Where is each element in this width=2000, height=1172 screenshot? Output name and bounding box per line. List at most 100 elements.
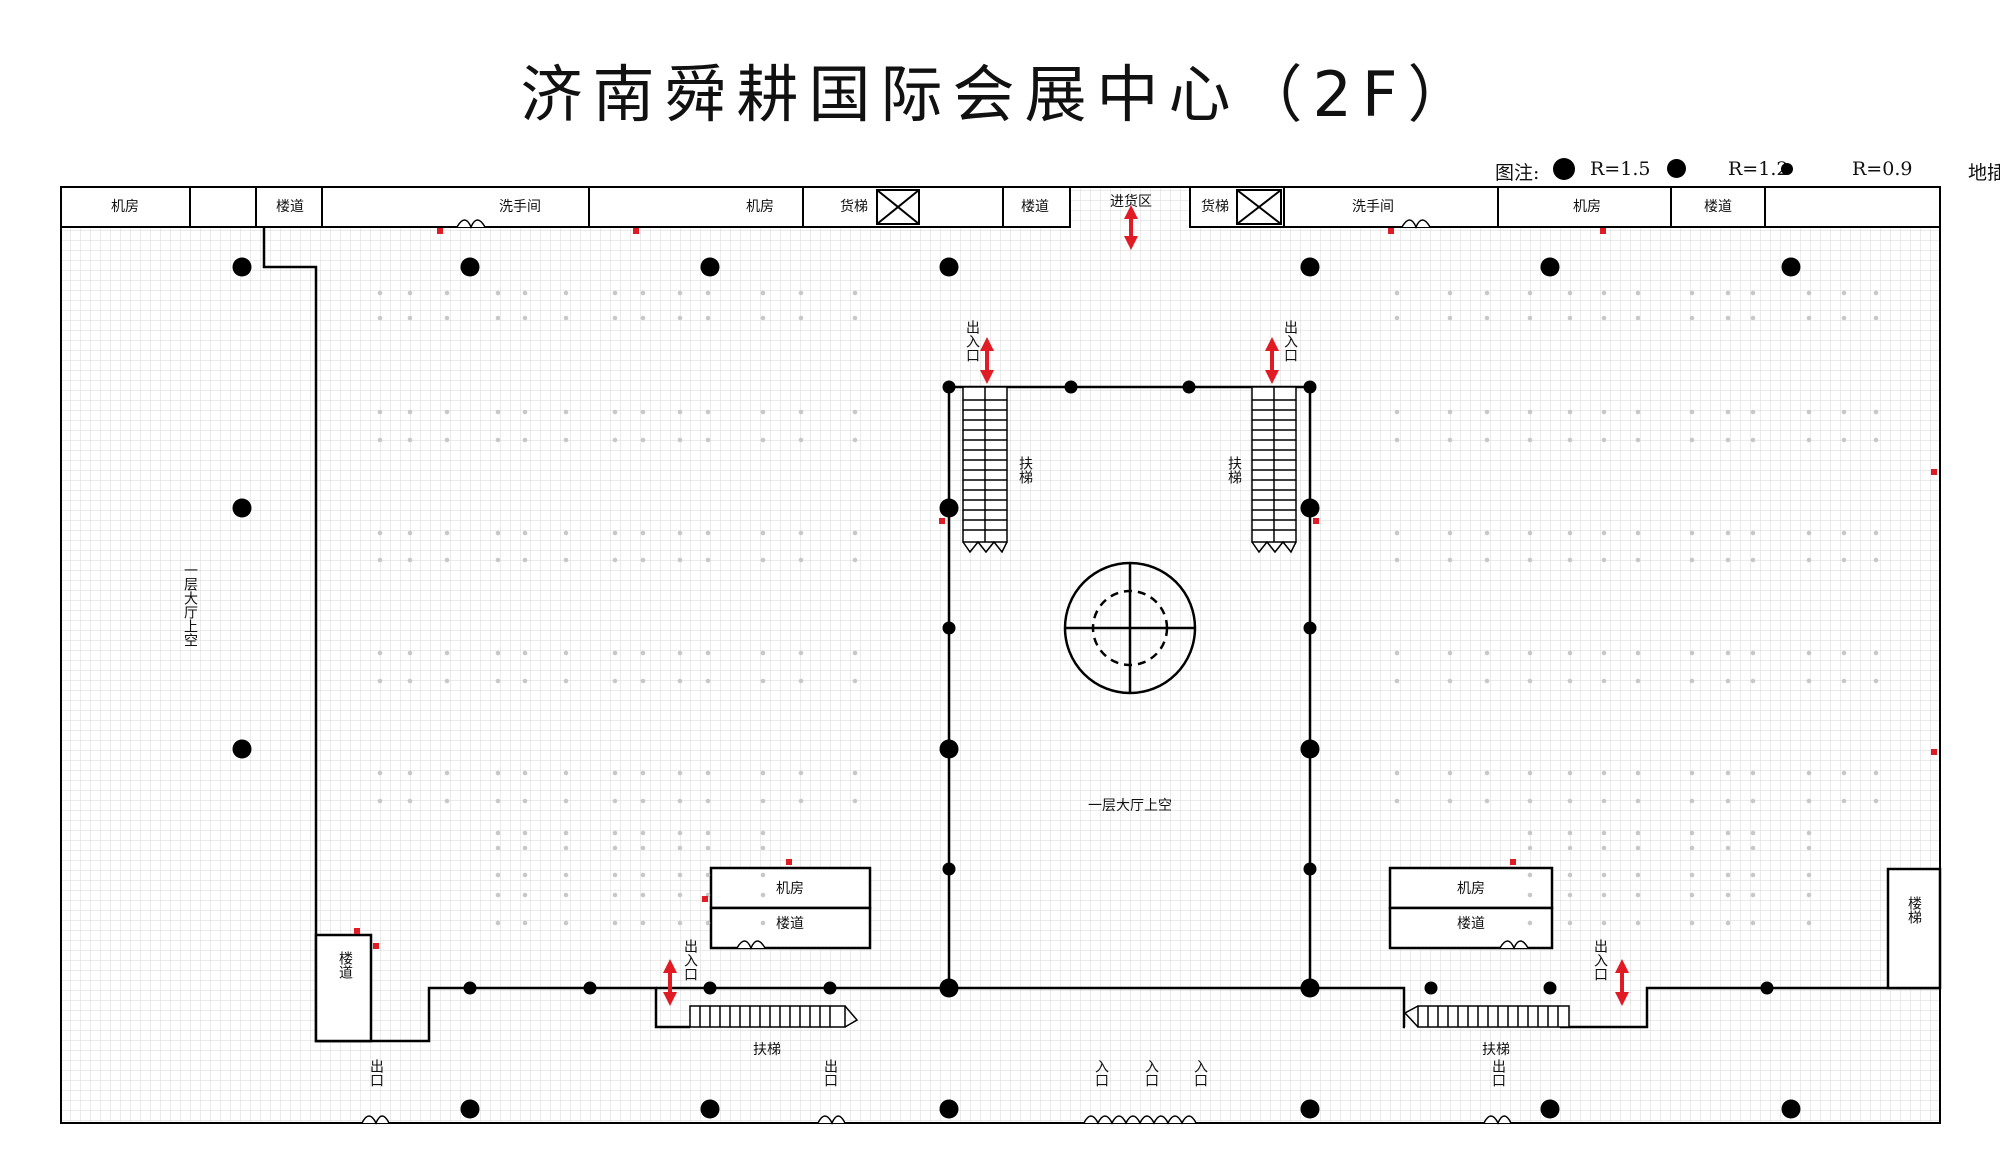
- two-way-arrow-icon: [663, 205, 1629, 1006]
- column-small: [1303, 380, 1317, 394]
- booth-dot: [1567, 409, 1573, 415]
- booth-dot: [1394, 678, 1400, 684]
- booth-dot: [760, 315, 766, 321]
- booth-dot: [563, 845, 569, 851]
- booth-dot: [1527, 290, 1533, 296]
- booth-dot: [1567, 845, 1573, 851]
- booth-dot: [1527, 830, 1533, 836]
- column-large: [1300, 1099, 1320, 1119]
- exit-label: 出口: [368, 1059, 384, 1087]
- floor-socket-icon: [373, 943, 379, 949]
- booth-dot: [1601, 678, 1607, 684]
- corridor-label: 楼道: [1457, 916, 1485, 932]
- booth-dot: [495, 650, 501, 656]
- floor-socket-icon: [437, 228, 443, 234]
- room-label-machine: 机房: [111, 199, 139, 215]
- booth-dot: [444, 315, 450, 321]
- booth-dot: [444, 530, 450, 536]
- exit-entrance-label: 出入口: [1282, 320, 1298, 362]
- legend-socket: 地插: [1968, 162, 2000, 184]
- booth-dot: [677, 770, 683, 776]
- booth-dot: [407, 678, 413, 684]
- booth-dot: [852, 437, 858, 443]
- booth-dot: [563, 920, 569, 926]
- exit-label: 出口: [1490, 1059, 1506, 1087]
- booth-dot: [1635, 892, 1641, 898]
- booth-dot: [1689, 437, 1695, 443]
- booth-dot: [377, 557, 383, 563]
- column-large: [939, 257, 959, 277]
- booth-dot: [495, 315, 501, 321]
- booth-dot: [1635, 678, 1641, 684]
- booth-dot: [1447, 770, 1453, 776]
- booth-dot: [1447, 290, 1453, 296]
- booth-dot: [1873, 290, 1879, 296]
- booth-dot: [1873, 770, 1879, 776]
- floor-socket-icon: [1931, 749, 1937, 755]
- booth-dot: [1725, 290, 1731, 296]
- legend-r09: R=0.9: [1852, 158, 1913, 180]
- booth-dot: [1725, 315, 1731, 321]
- booth-dot: [377, 770, 383, 776]
- booth-dot: [1635, 437, 1641, 443]
- booth-dot: [1750, 830, 1756, 836]
- booth-dot: [677, 530, 683, 536]
- booth-dot: [1484, 530, 1490, 536]
- booth-dot: [1725, 770, 1731, 776]
- booth-dot: [798, 409, 804, 415]
- booth-dot: [852, 770, 858, 776]
- column-small: [942, 621, 956, 635]
- column-large: [1540, 1099, 1560, 1119]
- booth-dot: [1750, 845, 1756, 851]
- booth-dot: [495, 437, 501, 443]
- booth-dot: [1447, 530, 1453, 536]
- booth-dot: [677, 798, 683, 804]
- column-small: [942, 380, 956, 394]
- booth-dot: [377, 315, 383, 321]
- booth-dot: [407, 650, 413, 656]
- booth-dot: [1725, 830, 1731, 836]
- booth-dot: [640, 770, 646, 776]
- booth-dot: [1689, 530, 1695, 536]
- booth-dot: [677, 437, 683, 443]
- booth-dot: [1689, 678, 1695, 684]
- booth-dot: [1527, 892, 1533, 898]
- booth-dot: [522, 872, 528, 878]
- booth-dot: [1841, 409, 1847, 415]
- column-large: [460, 257, 480, 277]
- void-label-center: 一层大厅上空: [1088, 798, 1172, 814]
- floor-socket-icon: [354, 928, 360, 934]
- booth-dot: [444, 437, 450, 443]
- booth-dot: [377, 678, 383, 684]
- booth-dot: [1447, 315, 1453, 321]
- booth-dot: [760, 920, 766, 926]
- booth-dot: [1601, 409, 1607, 415]
- booth-dot: [1567, 437, 1573, 443]
- booth-dot: [1689, 557, 1695, 563]
- legend-dot-large: [1553, 158, 1575, 180]
- booth-dot: [495, 770, 501, 776]
- column-small: [1424, 981, 1438, 995]
- booth-dot: [407, 557, 413, 563]
- booth-dot: [640, 530, 646, 536]
- booth-dot: [1567, 920, 1573, 926]
- booth-dot: [1394, 650, 1400, 656]
- booth-dot: [705, 678, 711, 684]
- booth-dot: [612, 872, 618, 878]
- booth-dot: [1750, 770, 1756, 776]
- booth-dot: [377, 437, 383, 443]
- booth-dot: [522, 798, 528, 804]
- booth-dot: [798, 798, 804, 804]
- booth-dot: [377, 290, 383, 296]
- booth-dot: [1567, 530, 1573, 536]
- booth-dot: [677, 830, 683, 836]
- room-label-corridor: 楼道: [1021, 199, 1049, 215]
- booth-dot: [612, 650, 618, 656]
- booth-dot: [1689, 290, 1695, 296]
- booth-dot: [612, 557, 618, 563]
- escalator-label: 扶梯: [1226, 456, 1242, 485]
- booth-dot: [563, 557, 569, 563]
- booth-dot: [640, 315, 646, 321]
- booth-dot: [677, 920, 683, 926]
